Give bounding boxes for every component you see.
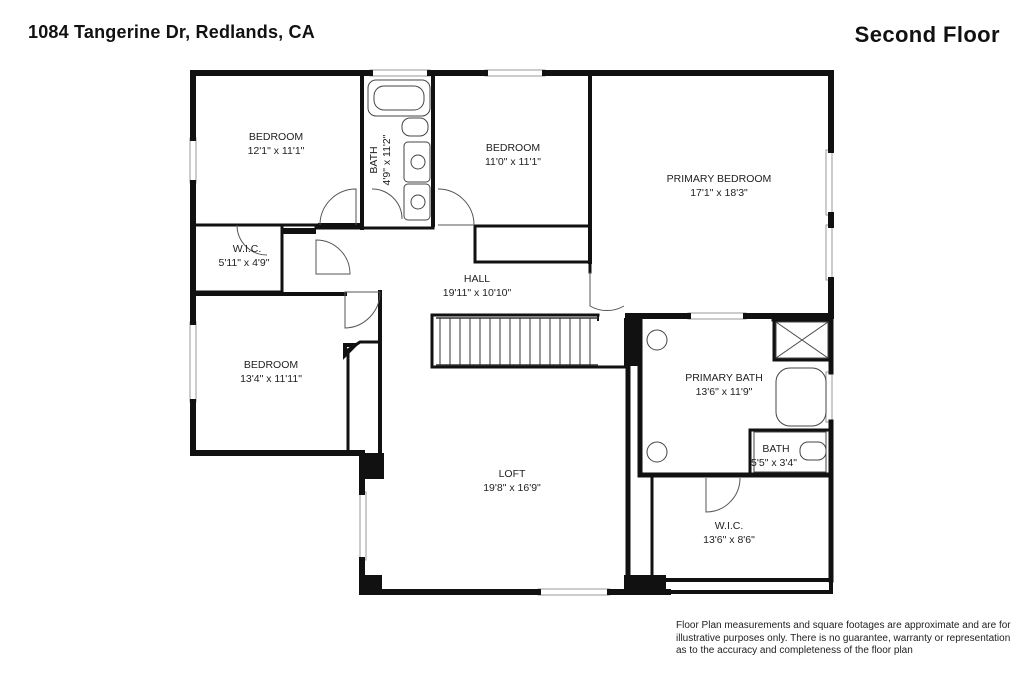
floor-label: Second Floor [854, 22, 1000, 47]
disclaimer-line-1: Floor Plan measurements and square foota… [676, 620, 1011, 631]
bath-1-name: BATH [368, 146, 380, 173]
fixtures [367, 79, 829, 473]
bath-2-dims: 5'5" x 3'4" [751, 457, 797, 469]
bath-2-name: BATH [762, 443, 789, 455]
bedroom-1-name: BEDROOM [249, 131, 303, 143]
loft-dims: 19'8" x 16'9" [483, 482, 541, 494]
walls [190, 70, 834, 595]
wic-1-dims: 5'11" x 4'9" [219, 257, 270, 269]
toilet-icon [799, 441, 827, 461]
disclaimer: Floor Plan measurements and square foota… [676, 620, 1016, 658]
wic-2-name: W.I.C. [715, 520, 744, 532]
wic-1-name: W.I.C. [233, 243, 262, 255]
bedroom-1-dims: 12'1" x 11'1" [248, 145, 305, 157]
bedroom-3-name: BEDROOM [244, 359, 298, 371]
room-labels: BEDROOM 12'1" x 11'1" BATH 4'9" x 11'2" … [219, 131, 798, 546]
disclaimer-line-3: as to the accuracy and completeness of t… [676, 645, 913, 656]
bedroom-2-dims: 11'0" x 11'1" [485, 156, 541, 168]
disclaimer-line-2: illustrative purposes only. There is no … [676, 632, 1011, 644]
sink-icon [646, 441, 668, 463]
bathtub-icon [775, 367, 827, 427]
hall-dims: 19'11" x 10'10" [443, 287, 512, 299]
sink-icon [646, 329, 668, 351]
primary-bedroom-dims: 17'1" x 18'3" [690, 187, 748, 199]
bath-1-dims: 4'9" x 11'2" [381, 134, 393, 185]
hall-name: HALL [464, 273, 490, 285]
bedroom-2-name: BEDROOM [486, 142, 540, 154]
wic-2-dims: 13'6" x 8'6" [703, 534, 755, 546]
wall-blocks [282, 228, 666, 595]
primary-bedroom-name: PRIMARY BEDROOM [667, 173, 772, 185]
toilet-icon [401, 117, 429, 137]
bedroom-3-dims: 13'4" x 11'11" [240, 373, 302, 385]
door-swings [236, 188, 741, 513]
primary-bath-name: PRIMARY BATH [685, 372, 763, 384]
property-address: 1084 Tangerine Dr, Redlands, CA [28, 22, 315, 42]
primary-bath-dims: 13'6" x 11'9" [696, 386, 753, 398]
loft-name: LOFT [499, 468, 526, 480]
stairs [436, 317, 598, 366]
